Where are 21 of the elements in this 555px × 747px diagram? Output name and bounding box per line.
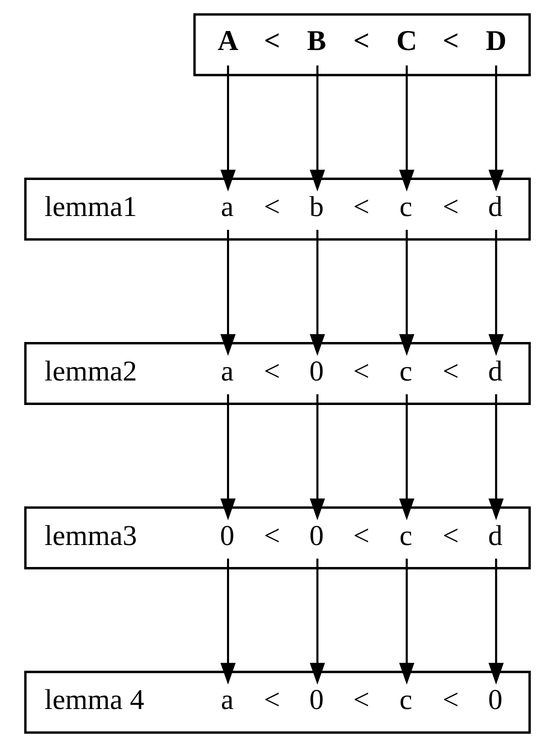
arrow — [220, 66, 236, 192]
arrow — [310, 230, 325, 356]
node-box: lemma 4 a < 0 < c < 0 — [24, 670, 531, 734]
arrow — [488, 66, 504, 192]
node-box: lemma2 a < 0 < c < d — [24, 342, 531, 406]
arrow — [310, 66, 325, 192]
arrow — [488, 394, 504, 520]
arrow — [310, 394, 325, 520]
arrow — [399, 558, 414, 685]
arrow — [220, 230, 236, 356]
node-box: A < B < C < D — [193, 13, 531, 76]
arrow — [399, 394, 414, 520]
arrow — [220, 394, 236, 520]
node-box: lemma3 0 < 0 < c < d — [24, 506, 531, 570]
arrow — [220, 558, 236, 685]
arrow — [488, 558, 504, 685]
arrow — [399, 66, 414, 192]
arrow — [399, 230, 414, 356]
arrow — [488, 230, 504, 356]
node-box: lemma1 a < b < c < d — [24, 178, 531, 241]
arrow — [310, 558, 325, 685]
